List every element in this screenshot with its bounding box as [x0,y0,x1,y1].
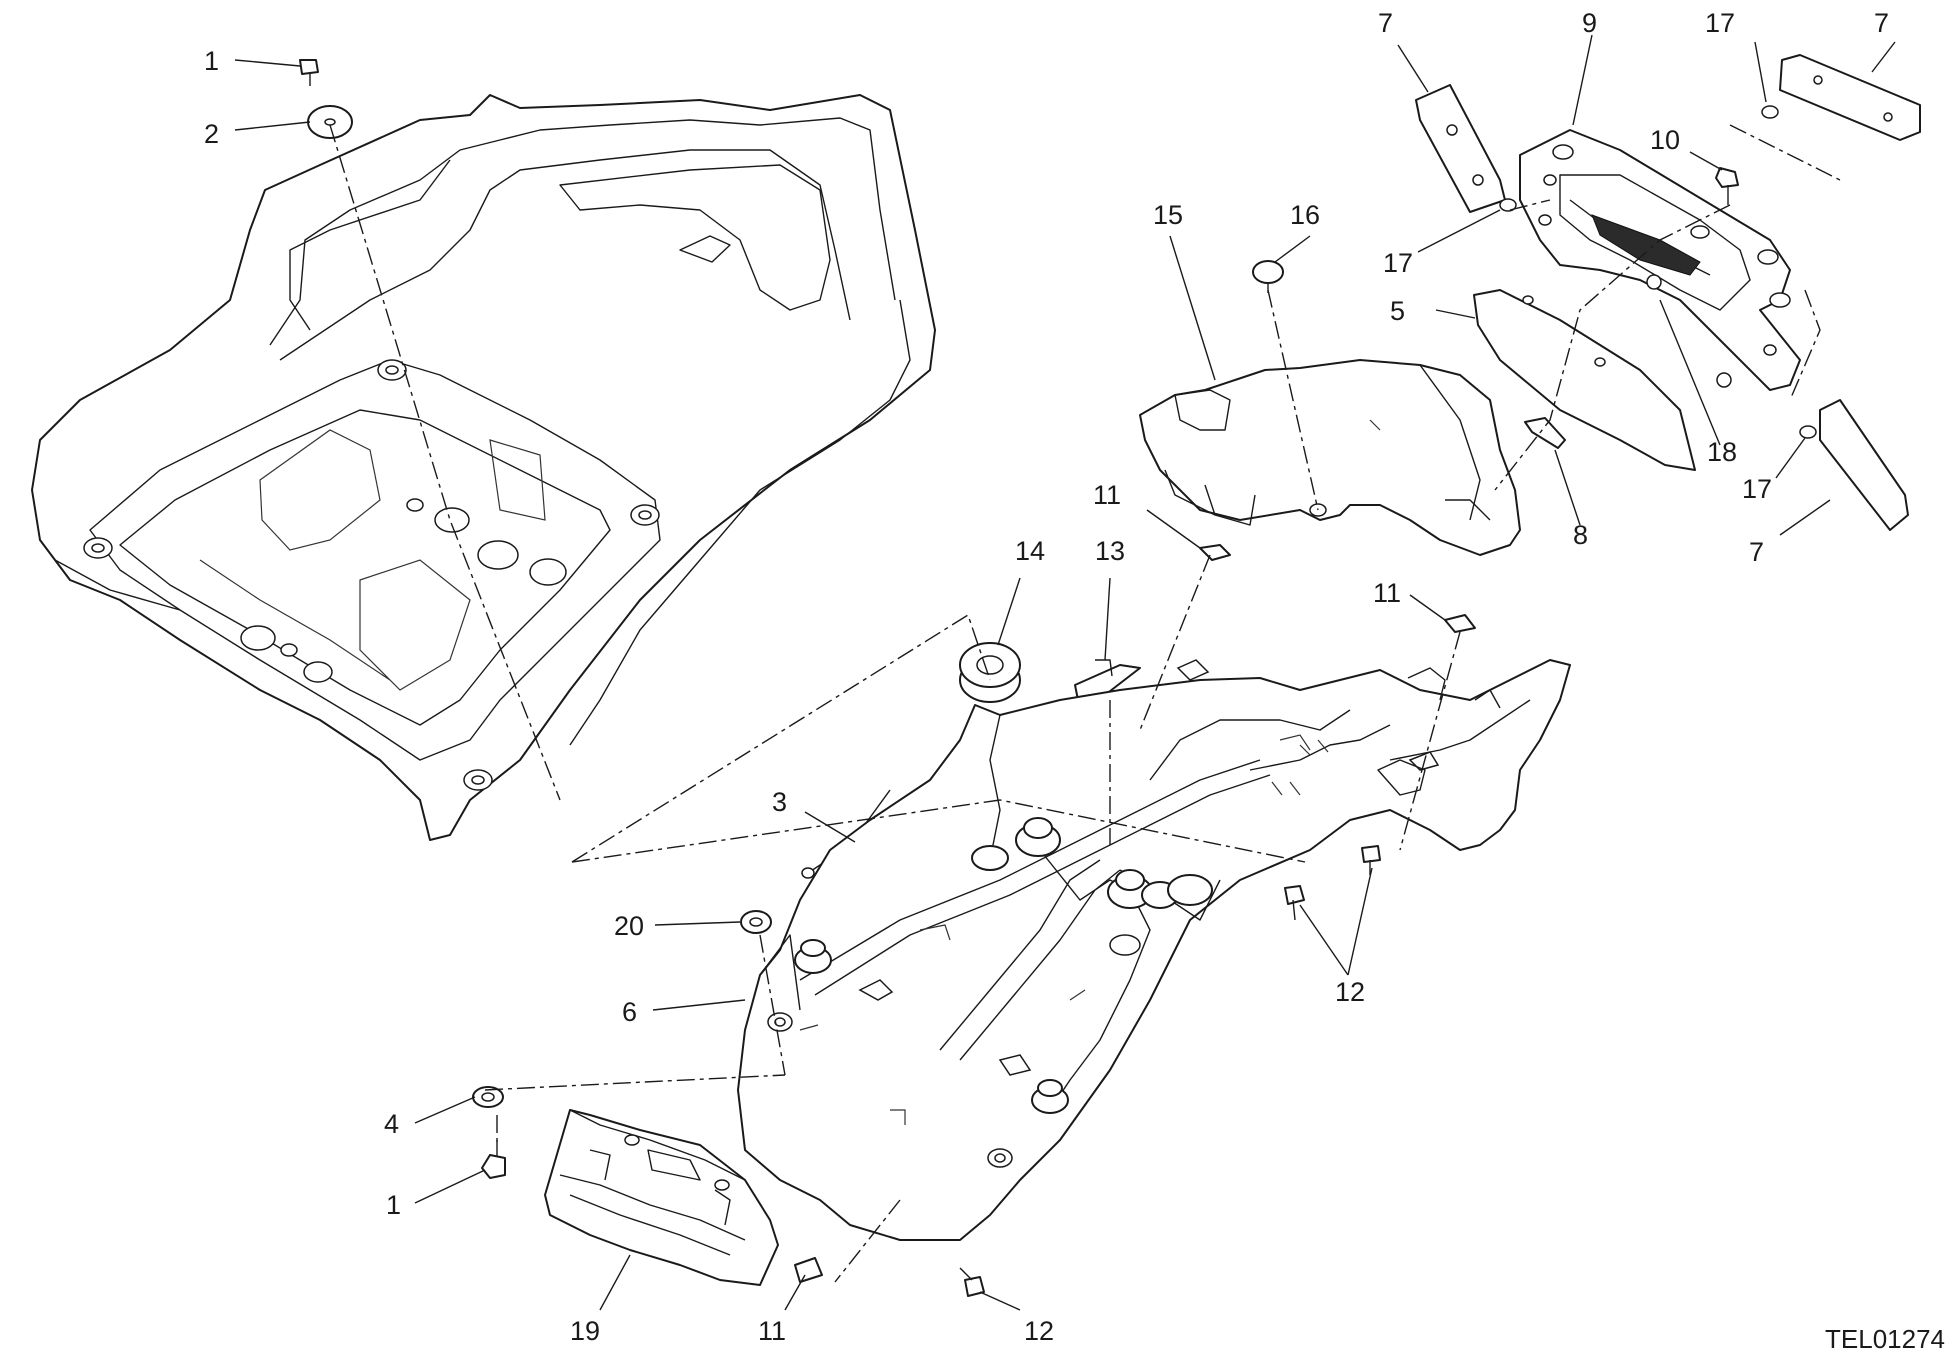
callout-18: 18 [1707,437,1737,467]
callout-3: 3 [772,787,787,817]
screw-1-bottom [481,1140,506,1179]
callout-5: 5 [1390,296,1405,326]
callout-17-b: 17 [1383,248,1413,278]
callout-17-a: 17 [1705,8,1735,38]
rear-subframe [31,94,936,841]
reflector-top-right [1779,54,1921,141]
callout-labels: 1 2 7 9 17 7 10 17 15 16 5 18 17 7 8 11 … [204,8,1889,1346]
washers-17 [1499,105,1817,439]
nuts-18 [1646,274,1732,388]
callout-7-c: 7 [1749,537,1764,567]
grommet-14 [959,642,1021,703]
drawing-code: TEL01274 [1825,1324,1945,1354]
callout-4: 4 [384,1109,399,1139]
pin-16 [1252,260,1284,293]
screw-12-a [1284,885,1305,921]
callout-19: 19 [570,1316,600,1346]
washer-2 [307,105,353,139]
callout-13: 13 [1095,536,1125,566]
callout-7-b: 7 [1874,8,1889,38]
callout-9: 9 [1582,8,1597,38]
bracket-5 [1473,289,1696,471]
clip-11-b [1444,614,1476,633]
callout-17-c: 17 [1742,474,1772,504]
callout-11-a: 11 [1093,480,1121,510]
callout-8: 8 [1573,520,1588,550]
screw-12-c [959,1267,985,1297]
callout-11-c: 11 [758,1316,786,1346]
callout-20: 20 [614,911,644,941]
screw-12-b [1361,845,1381,875]
callout-1-top: 1 [204,46,219,76]
callout-12-b: 12 [1024,1316,1054,1346]
clip-11-a [1199,544,1231,561]
license-plate-holder [1519,129,1801,391]
callout-7-a: 7 [1378,8,1393,38]
callout-11-b: 11 [1373,578,1401,608]
washer-4 [472,1086,504,1108]
screw-1-top [299,59,319,86]
clip-8 [1524,417,1566,449]
callout-2: 2 [204,119,219,149]
assembly-lines [329,124,1841,1283]
washer-20 [740,910,772,934]
cover-15 [1139,359,1521,556]
reflector-top-left [1415,84,1506,213]
leader-lines [234,34,1896,1311]
callout-1-bottom: 1 [386,1190,401,1220]
callout-6: 6 [622,997,637,1027]
lower-panel-19 [544,1109,779,1286]
callout-16: 16 [1290,200,1320,230]
callout-14: 14 [1015,536,1045,566]
reflector-bottom-right [1819,399,1909,531]
callout-15: 15 [1153,200,1183,230]
screw-10 [1715,167,1739,205]
callout-10: 10 [1650,125,1680,155]
clip-11-c [794,1257,823,1283]
callout-12-a: 12 [1335,977,1365,1007]
rear-undertray-6 [737,659,1571,1241]
